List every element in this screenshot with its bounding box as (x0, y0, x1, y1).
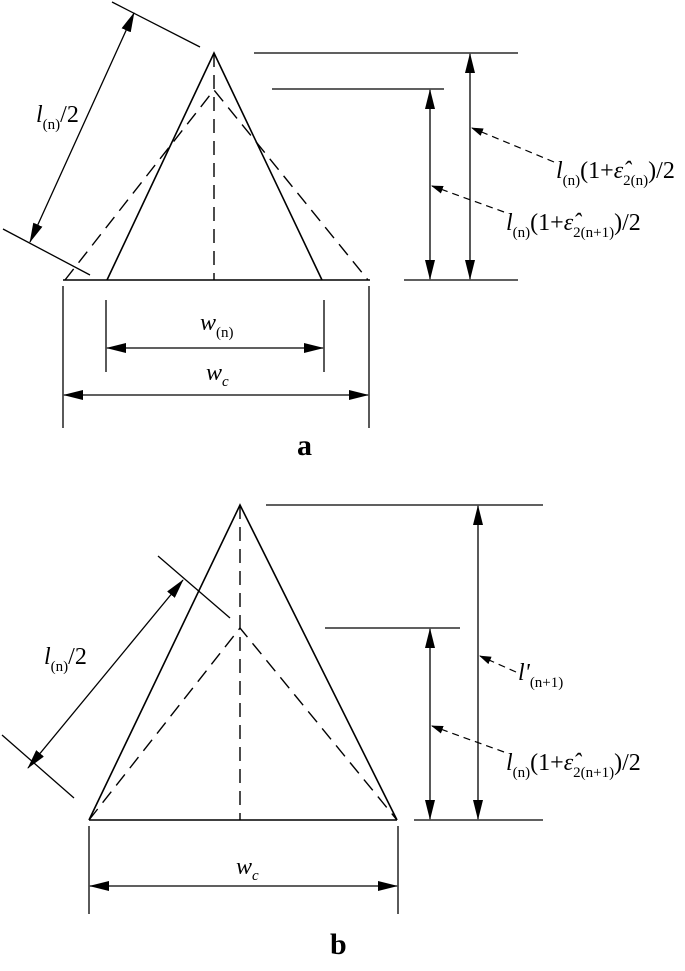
panel-b-lower-right-label: l(n)(1+ε̂2(n+1))/2 (506, 750, 641, 781)
panel-a-half-length-label: l(n)/2 (36, 102, 79, 133)
panel-a-leader-lower (431, 185, 505, 213)
panel-a-inner-width-label: w(n) (200, 310, 234, 341)
panel-b-half-length-arrow (27, 579, 184, 769)
panel-a-label: a (297, 429, 312, 462)
panel-b-extension-line-lower (1, 734, 75, 799)
panel-a-dashed-triangle (64, 88, 369, 281)
panel-b-width-label: wc (236, 854, 259, 884)
panel-a-lower-right-label: l(n)(1+ε̂2(n+1))/2 (506, 210, 641, 241)
panel-a-extension-line-lower (2, 228, 91, 276)
panel-b-top-right-label: l'(n+1) (518, 660, 563, 691)
panel-a-top-right-label: l(n)(1+ε̂2(n))/2 (556, 158, 675, 189)
panel-b-solid-triangle (88, 503, 398, 821)
panel-a-extension-line-upper (111, 1, 201, 48)
panel-a-outer-width-label: wc (206, 360, 229, 390)
panel-a: l(n)/2 l(n)(1+ε̂2(n))/2 l(n)(1+ε̂2(n+1))… (2, 1, 675, 462)
panel-b-label: b (330, 928, 347, 961)
panel-a-half-length-arrow (29, 12, 135, 243)
panel-b-extension-line-upper (157, 555, 231, 619)
panel-b: l(n)/2 l'(n+1) l(n)(1+ε̂2(n+1))/2 wc b (1, 503, 641, 961)
panel-b-leader-lower (431, 725, 505, 753)
panel-b-leader-top (479, 655, 517, 673)
panel-b-half-length-label: l(n)/2 (44, 644, 87, 675)
panel-a-leader-top (471, 127, 555, 163)
